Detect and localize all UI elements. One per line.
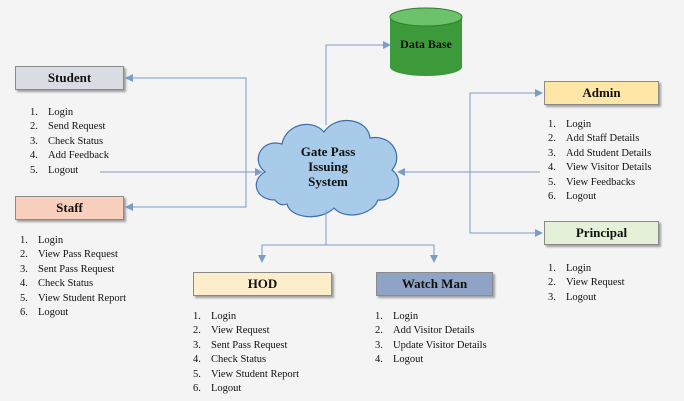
list-item: 6.Logout	[548, 191, 597, 203]
connector-staff	[125, 172, 247, 211]
list-item: 1.Login	[30, 107, 74, 118]
database-icon	[389, 7, 463, 76]
admin-title: Admin	[582, 85, 621, 100]
staff-box: Staff	[15, 196, 124, 220]
list-item: 2.Add Staff Details	[548, 133, 640, 145]
list-item: 2.View Pass Request	[20, 249, 118, 261]
list-item: 5.View Student Report	[20, 292, 127, 304]
list-item: 2.Send Request	[30, 121, 106, 133]
list-item: 3.Logout	[548, 291, 597, 303]
principal-title: Principal	[575, 225, 628, 240]
watchman-box: Watch Man	[376, 272, 493, 296]
principal-box: Principal	[544, 221, 659, 245]
list-item: 3.Check Status	[30, 135, 104, 147]
connector-watchman	[326, 244, 438, 263]
list-item: 5.Logout	[30, 164, 79, 176]
student-title: Student	[47, 70, 92, 85]
connector-db	[325, 41, 391, 125]
list-item: 3.Update Visitor Details	[375, 339, 487, 351]
connector-hod	[258, 210, 327, 263]
list-item: 2.View Request	[548, 277, 625, 289]
list-item: 4.Check Status	[193, 354, 267, 366]
center-label-line2: Issuing	[308, 159, 348, 174]
student-function-list: 1.Login 2.Send Request 3.Check Status 4.…	[30, 106, 109, 178]
admin-function-list: 1.Login 2.Add Staff Details 3.Add Studen…	[548, 118, 651, 204]
list-item: 3.Add Student Details	[548, 147, 652, 159]
connector-principal	[469, 172, 543, 237]
hod-function-list: 1.Login 2.View Request 3.Sent Pass Reque…	[193, 310, 299, 396]
staff-title: Staff	[56, 200, 83, 215]
cloud-shape	[255, 119, 400, 218]
list-item: 1.Login	[548, 119, 592, 130]
list-item: 4.Check Status	[20, 278, 94, 290]
admin-box: Admin	[544, 81, 659, 105]
watchman-title: Watch Man	[401, 276, 468, 291]
list-item: 3.Sent Pass Request	[193, 339, 288, 351]
list-item: 5.View Student Report	[193, 368, 300, 380]
staff-function-list: 1.Login 2.View Pass Request 3.Sent Pass …	[20, 234, 126, 320]
list-item: 3.Sent Pass Request	[20, 263, 115, 275]
list-item: 2.Add Visitor Details	[375, 325, 475, 337]
list-item: 1.Login	[375, 311, 419, 322]
connector-admin	[469, 89, 543, 172]
list-item: 4.View Visitor Details	[548, 162, 652, 174]
list-item: 4.Add Feedback	[30, 150, 109, 162]
principal-function-list: 1.Login 2.View Request 3.Logout	[548, 262, 625, 305]
hod-box: HOD	[193, 272, 332, 296]
center-system-label: Gate Pass Issuing System	[286, 144, 370, 189]
database-label: Data Base	[400, 37, 452, 51]
list-item: 5.View Feedbacks	[548, 176, 636, 188]
list-item: 1.Login	[548, 263, 592, 274]
list-item: 4.Logout	[375, 354, 424, 366]
center-label-line1: Gate Pass	[300, 144, 356, 159]
center-label-line3: System	[308, 174, 348, 189]
list-item: 1.Login	[193, 311, 237, 322]
list-item: 6.Logout	[193, 383, 242, 395]
watchman-function-list: 1.Login 2.Add Visitor Details 3.Update V…	[375, 310, 487, 368]
list-item: 2.View Request	[193, 325, 270, 337]
list-item: 1.Login	[20, 235, 64, 246]
hod-title: HOD	[247, 276, 278, 291]
student-box: Student	[15, 66, 124, 90]
list-item: 6.Logout	[20, 307, 69, 319]
connector-student	[125, 74, 247, 172]
